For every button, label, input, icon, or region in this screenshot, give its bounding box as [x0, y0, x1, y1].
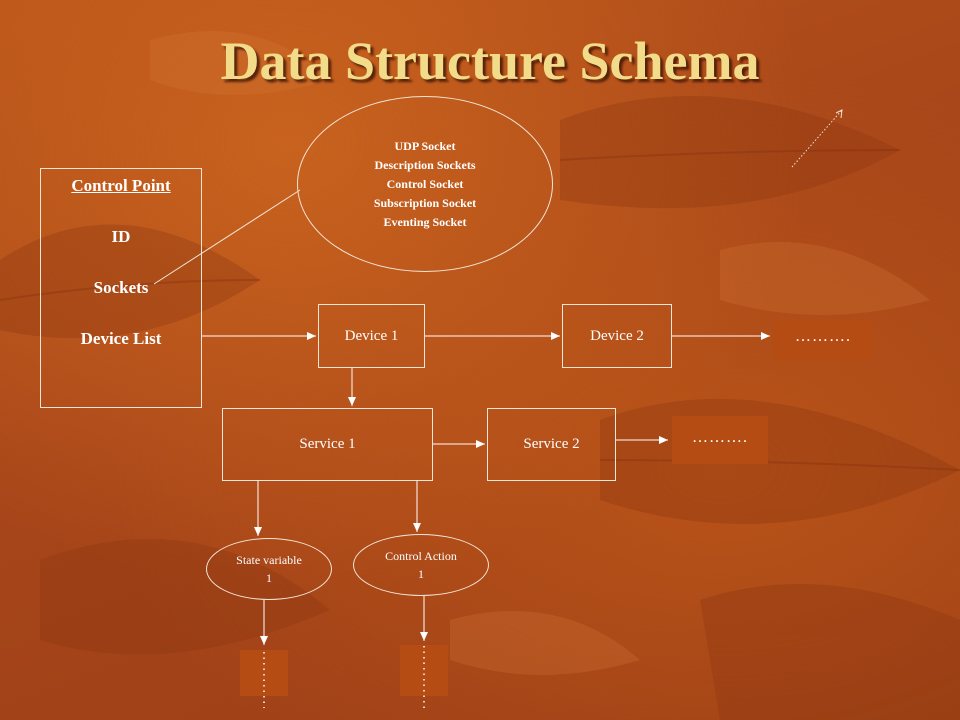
page-title: Data Structure Schema [220, 31, 760, 91]
decorative-dotted-line [791, 109, 843, 168]
control-action-dots-bg [400, 645, 448, 696]
device-1-box: Device 1 [318, 304, 425, 368]
state-variable-dots-bg [240, 650, 288, 696]
control-action-ellipse: Control Action 1 [353, 534, 489, 596]
device-list-label: Device List [80, 329, 162, 348]
sockets-label: Sockets [93, 278, 149, 297]
decorative-corner-mark [835, 109, 843, 119]
socket-item: Control Socket [386, 176, 464, 191]
device-continuation-dots: ………. [773, 320, 873, 360]
device-2-box: Device 2 [562, 304, 672, 368]
sockets-ellipse: UDP Socket Description Sockets Control S… [297, 96, 553, 272]
control-action-label: Control Action [385, 549, 457, 563]
id-label: ID [111, 227, 131, 246]
socket-item: Subscription Socket [373, 195, 477, 210]
sockets-connector [153, 189, 301, 285]
service-2-box: Service 2 [487, 408, 616, 481]
socket-item: Eventing Socket [383, 214, 467, 229]
state-variable-number: 1 [266, 571, 272, 585]
state-variable-ellipse: State variable 1 [206, 538, 332, 600]
control-point-heading: Control Point [71, 176, 171, 195]
state-variable-label: State variable [236, 553, 302, 567]
control-action-number: 1 [418, 567, 424, 581]
socket-item: Description Sockets [374, 157, 476, 172]
socket-item: UDP Socket [394, 138, 456, 153]
control-point-box: Control Point ID Sockets Device List [40, 168, 202, 408]
service-1-box: Service 1 [222, 408, 433, 481]
service-continuation-dots: ………. [672, 416, 768, 464]
